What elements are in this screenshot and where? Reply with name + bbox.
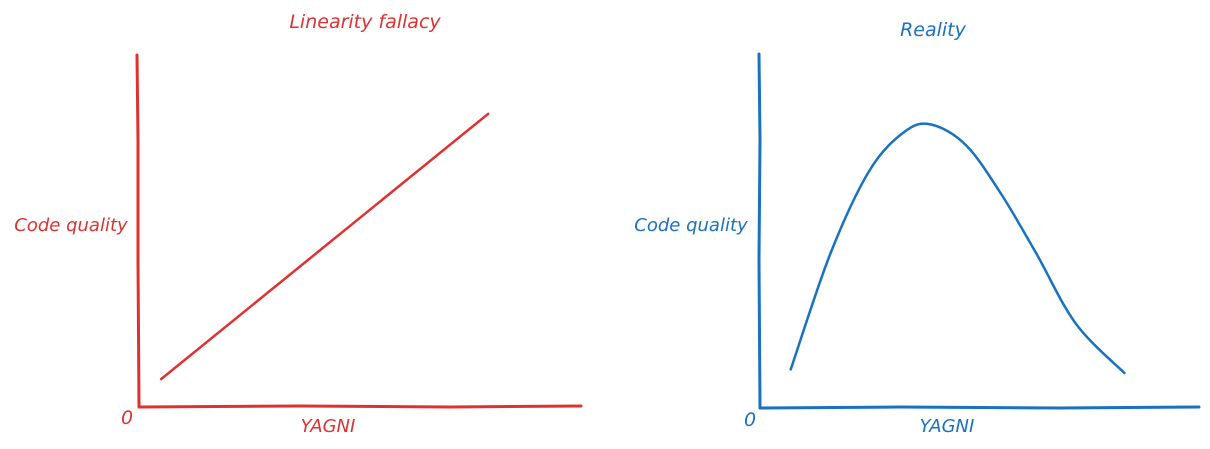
x-axis-label: YAGNI [301,416,356,437]
chart-reality: Reality Code quality YAGNI 0 [634,19,1201,437]
origin-label: 0 [744,409,756,431]
y-axis [135,53,141,409]
chart-linearity-fallacy: Linearity fallacy Code quality YAGNI 0 [14,11,583,437]
series-group [159,112,490,381]
series-line [789,122,1126,375]
y-axis-label: Code quality [634,215,748,236]
x-axis [758,405,1201,410]
origin-label: 0 [121,407,133,429]
chart-title: Reality [900,19,967,41]
series-group [789,122,1126,375]
x-axis-label: YAGNI [920,416,975,437]
x-axis [137,404,583,409]
chart-title: Linearity fallacy [289,11,441,33]
y-axis [757,52,762,410]
series-line [159,112,490,381]
y-axis-label: Code quality [14,215,128,236]
